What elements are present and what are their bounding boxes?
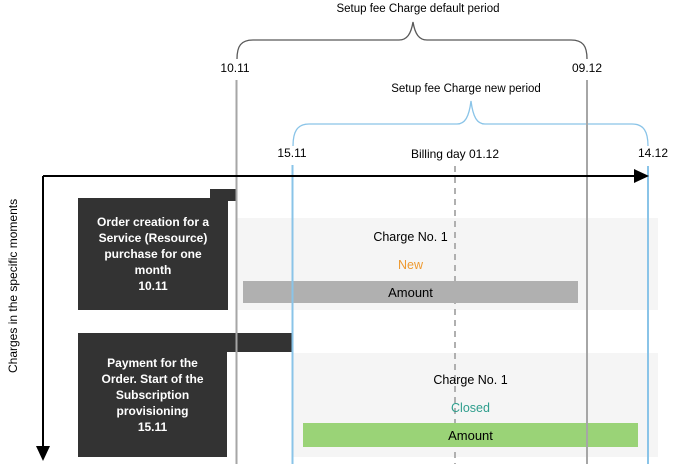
- charge-1-amount-bar: Amount: [243, 281, 578, 303]
- event-box-2-line: Subscription: [115, 388, 190, 402]
- billing-day-dashed-line: [454, 166, 456, 464]
- event-box-order-creation: Order creation for a Service (Resource) …: [78, 198, 228, 310]
- event-box-1-line: Service (Resource): [98, 231, 208, 245]
- event-box-1-line: Order creation for a: [96, 215, 210, 229]
- event-box-2-line: 15.11: [137, 420, 168, 434]
- new-period-title: Setup fee Charge new period: [391, 83, 541, 95]
- y-axis-label: Charges in the specific moments: [6, 198, 20, 374]
- event-box-payment: Payment for the Order. Start of the Subs…: [78, 333, 227, 457]
- date-label-14-12: 14.12: [637, 146, 669, 160]
- charge-2-amount-bar: Amount: [303, 423, 638, 447]
- event-box-1-line: month: [134, 263, 172, 277]
- charge-1-status: New: [397, 258, 423, 272]
- event-box-2-line: Payment for the: [107, 356, 198, 370]
- event-box-2-line: provisioning: [116, 404, 189, 418]
- charge-1-title: Charge No. 1: [373, 230, 448, 244]
- event-box-2-line: Order. Start of the: [101, 372, 204, 386]
- default-period-brace-icon: [236, 21, 588, 60]
- date-label-09-12: 09.12: [571, 61, 603, 75]
- date-label-10-11: 10.11: [220, 61, 250, 75]
- timeline-arrowhead-icon: [634, 169, 649, 183]
- charge-2-amount-label: Amount: [448, 427, 493, 443]
- billing-day-label: Billing day 01.12: [410, 147, 500, 161]
- charge-2-title: Charge No. 1: [433, 373, 508, 387]
- new-period-brace-icon: [292, 100, 649, 147]
- default-period-title: Setup fee Charge default period: [336, 3, 500, 15]
- charge-1-amount-label: Amount: [388, 284, 433, 300]
- event-box-1-line: purchase for one: [104, 247, 202, 261]
- charge-2-status: Closed: [451, 401, 490, 415]
- date-label-15-11: 15.11: [277, 146, 307, 160]
- moments-arrowhead-icon: [36, 446, 50, 461]
- event-box-1-line: 10.11: [138, 279, 168, 293]
